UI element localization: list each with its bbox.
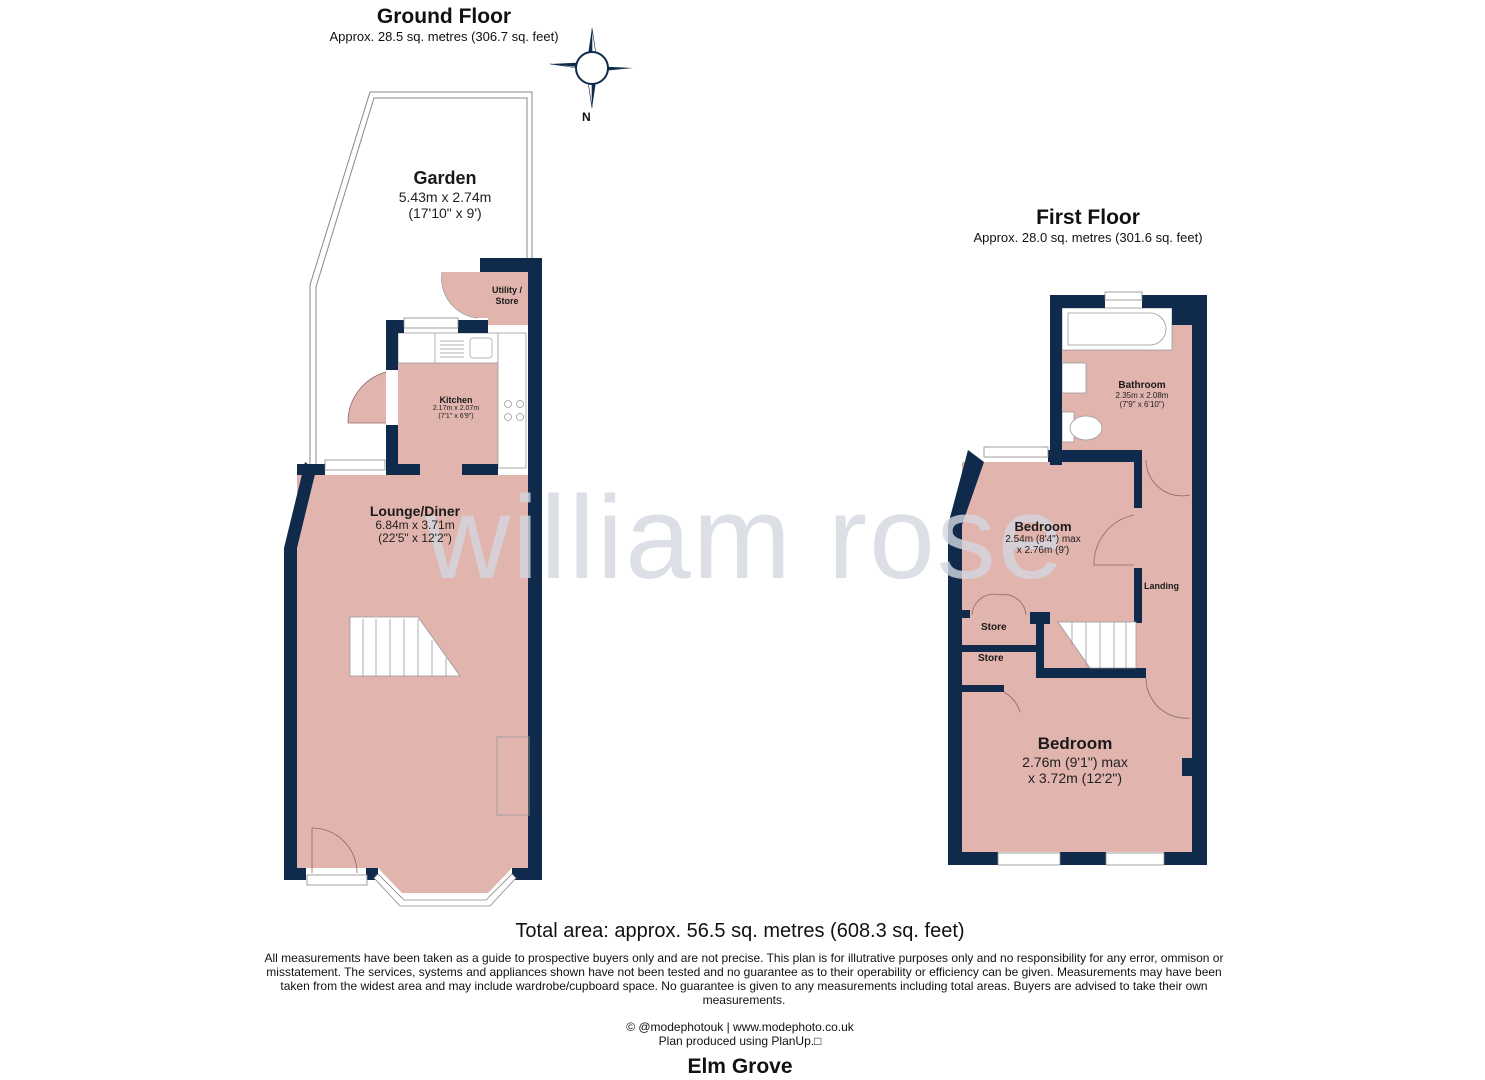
room-label-store-2: Store xyxy=(978,653,1004,664)
basin-icon xyxy=(1061,362,1087,394)
room-label-bedroom-1: Bedroom 2.54m (8'4") max x 2.76m (9') xyxy=(1005,519,1081,556)
ground-floor-title: Ground Floor xyxy=(376,5,512,28)
room-label-landing: Landing xyxy=(1144,581,1179,591)
room-label-lounge-diner: Lounge/Diner 6.84m x 3.71m (22'5" x 12'2… xyxy=(369,503,461,545)
watermark: william rose xyxy=(425,472,1066,604)
kitchen-sink-icon xyxy=(434,333,493,363)
garden-outline xyxy=(309,91,533,470)
room-label-bathroom: Bathroom 2.35m x 2.08m (7'9" x 6'10") xyxy=(1115,380,1169,409)
credit-line: © @modephotouk | www.modephoto.co.uk xyxy=(626,1020,854,1034)
chimney-breast xyxy=(496,736,530,816)
first-floor-header: First Floor Approx. 28.0 sq. metres (301… xyxy=(938,206,1238,245)
ground-floor-walls xyxy=(284,258,542,880)
first-floor-title: First Floor xyxy=(1036,206,1140,229)
disclaimer: All measurements have been taken as a gu… xyxy=(264,951,1224,1007)
room-label-utility-store: Utility / Store xyxy=(491,285,522,306)
ground-windows xyxy=(306,317,517,907)
ground-doors xyxy=(311,371,387,874)
bath-icon xyxy=(1061,307,1173,351)
ground-floor-header: Ground Floor Approx. 28.5 sq. metres (30… xyxy=(294,5,594,44)
first-floor-walls xyxy=(948,295,1207,865)
first-floor-area: Approx. 28.0 sq. metres (301.6 sq. feet) xyxy=(973,230,1203,245)
room-label-store-1: Store xyxy=(981,622,1007,633)
first-windows xyxy=(983,291,1165,866)
first-stairs-icon xyxy=(1057,621,1137,669)
property-name: Elm Grove xyxy=(687,1055,793,1078)
hob-icon xyxy=(504,400,524,421)
planup-credit: Plan produced using PlanUp.□ xyxy=(658,1034,822,1048)
compass-north-label: N xyxy=(582,110,591,124)
first-floor-floor xyxy=(962,308,1192,852)
room-label-kitchen: Kitchen 2.17m x 2.07m (7'1" x 6'9") xyxy=(432,395,480,420)
ground-floor-area: Approx. 28.5 sq. metres (306.7 sq. feet) xyxy=(329,29,559,44)
total-area: Total area: approx. 56.5 sq. metres (608… xyxy=(515,920,965,942)
first-doors xyxy=(971,459,1191,719)
room-label-bedroom-2: Bedroom 2.76m (9'1") max x 3.72m (12'2") xyxy=(1022,734,1128,786)
ground-stairs-icon xyxy=(349,616,461,677)
lounge-diner-floor xyxy=(297,475,528,893)
utility-store-floor xyxy=(442,272,528,325)
room-label-garden: Garden 5.43m x 2.74m (17'10" x 9') xyxy=(398,168,492,221)
compass-icon xyxy=(549,27,633,109)
